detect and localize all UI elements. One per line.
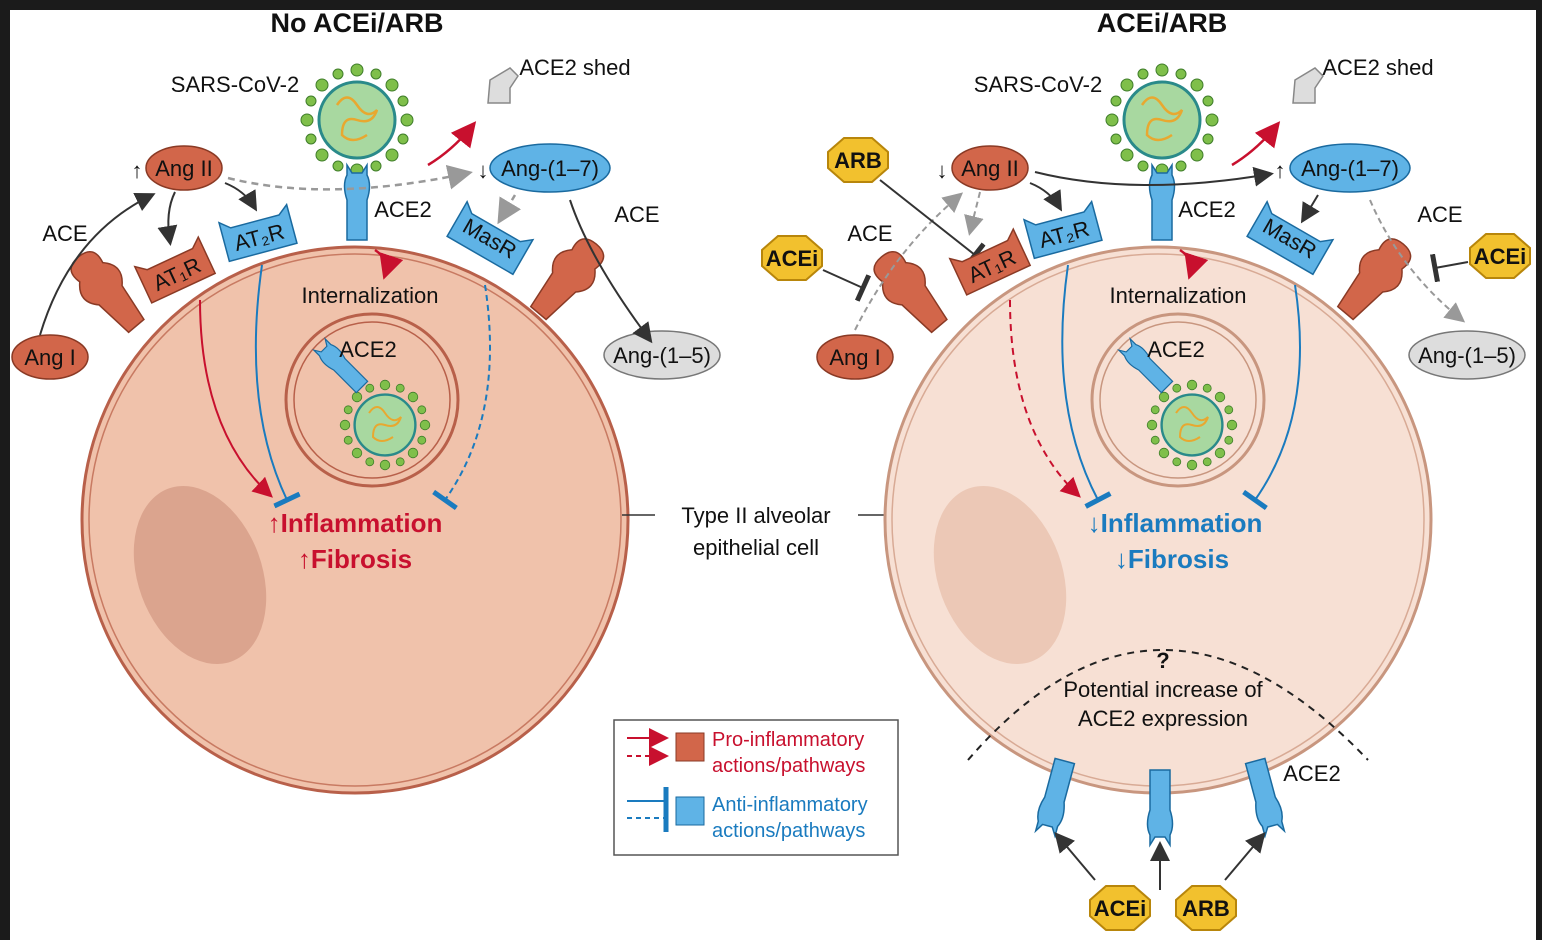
- ace2-expressed-label: ACE2: [1283, 761, 1340, 786]
- ang-1-7-label: Ang-(1–7): [501, 156, 599, 181]
- acei-left-label: ACEi: [766, 246, 819, 271]
- ang-ii-label: Ang II: [155, 156, 212, 181]
- cell-type-label-2: epithelial cell: [693, 535, 819, 560]
- nucleus: [933, 485, 1067, 665]
- outcome-fibrosis: ↑Fibrosis: [298, 544, 412, 574]
- ang-i-label: Ang I: [829, 345, 880, 370]
- acei-bottom-label: ACEi: [1094, 896, 1147, 921]
- arb-top-label: ARB: [834, 148, 882, 173]
- legend-pro-label-2: actions/pathways: [712, 755, 865, 777]
- ace2-shed-icon: [487, 67, 519, 104]
- virus-internalized: [1145, 379, 1239, 471]
- sars-cov-2-virus-icon: [1104, 62, 1220, 178]
- panel-title: ACEi/ARB: [1097, 8, 1228, 38]
- legend-pro-swatch: [675, 732, 705, 762]
- virus-internalized: [339, 379, 431, 471]
- ang-i-label: Ang I: [24, 345, 75, 370]
- ace2-label: ACE2: [1178, 197, 1235, 222]
- legend-pro-label: Pro-inflammatory: [712, 729, 864, 751]
- ace2-shed-label: ACE2 shed: [519, 55, 630, 80]
- ang-1-7-change: ↑: [1275, 158, 1286, 183]
- ang-1-5-label: Ang-(1–5): [1418, 343, 1516, 368]
- outcome-fibrosis: ↓Fibrosis: [1115, 544, 1229, 574]
- outcome-inflammation: ↓Inflammation: [1088, 508, 1263, 538]
- ace2-internal-label: ACE2: [339, 337, 396, 362]
- ace2-expression-boundary: [967, 649, 1369, 761]
- acei-right-label: ACEi: [1474, 244, 1527, 269]
- outcome-inflammation: ↑Inflammation: [268, 508, 443, 538]
- nucleus: [133, 485, 267, 665]
- ang-ii-change: ↓: [937, 158, 948, 183]
- ace2-shed-icon: [1292, 67, 1324, 104]
- ace2-shed-label: ACE2 shed: [1322, 55, 1433, 80]
- panel-no-acei-arb: No ACEi/ARB ACE2 SARS-CoV-2 ACE2 ACE2 sh…: [11, 8, 721, 795]
- panel-acei-arb: ACEi/ARB ACE2 SARS-CoV-2 ACE2 ACE2 shed …: [761, 8, 1531, 931]
- ace2-internal-label: ACE2: [1147, 337, 1204, 362]
- virus-label: SARS-CoV-2: [974, 72, 1102, 97]
- ang-1-5-label: Ang-(1–5): [613, 343, 711, 368]
- ace-right-label: ACE: [1417, 202, 1462, 227]
- potential-increase-label-2: ACE2 expression: [1078, 706, 1248, 731]
- ang-1-7-change: ↓: [478, 158, 489, 183]
- ang-ii-change: ↑: [132, 158, 143, 183]
- ace2-expressed-2: [1146, 769, 1174, 846]
- potential-increase-label: Potential increase of: [1063, 677, 1263, 702]
- question-mark: ?: [1156, 648, 1169, 673]
- legend-anti-swatch: [675, 796, 705, 826]
- legend-anti-label-2: actions/pathways: [712, 820, 865, 842]
- cell-type-label: Type II alveolar: [681, 503, 830, 528]
- virus-label: SARS-CoV-2: [171, 72, 299, 97]
- legend-anti-label: Anti-inflammatory: [712, 794, 868, 816]
- ace-left-label: ACE: [42, 221, 87, 246]
- arb-bottom-label: ARB: [1182, 896, 1230, 921]
- legend: Pro-inflammatory actions/pathways Anti-i…: [613, 719, 899, 856]
- panel-title: No ACEi/ARB: [271, 8, 444, 38]
- ace2-label: ACE2: [374, 197, 431, 222]
- internalization-label: Internalization: [302, 283, 439, 308]
- ace-right-label: ACE: [614, 202, 659, 227]
- sars-cov-2-virus-icon: [299, 62, 415, 178]
- ace2-receptor: [343, 164, 371, 241]
- ace-left-label: ACE: [847, 221, 892, 246]
- internalization-label: Internalization: [1110, 283, 1247, 308]
- ang-1-7-label: Ang-(1–7): [1301, 156, 1399, 181]
- ang-ii-label: Ang II: [961, 156, 1018, 181]
- ace2-receptor: [1148, 164, 1176, 241]
